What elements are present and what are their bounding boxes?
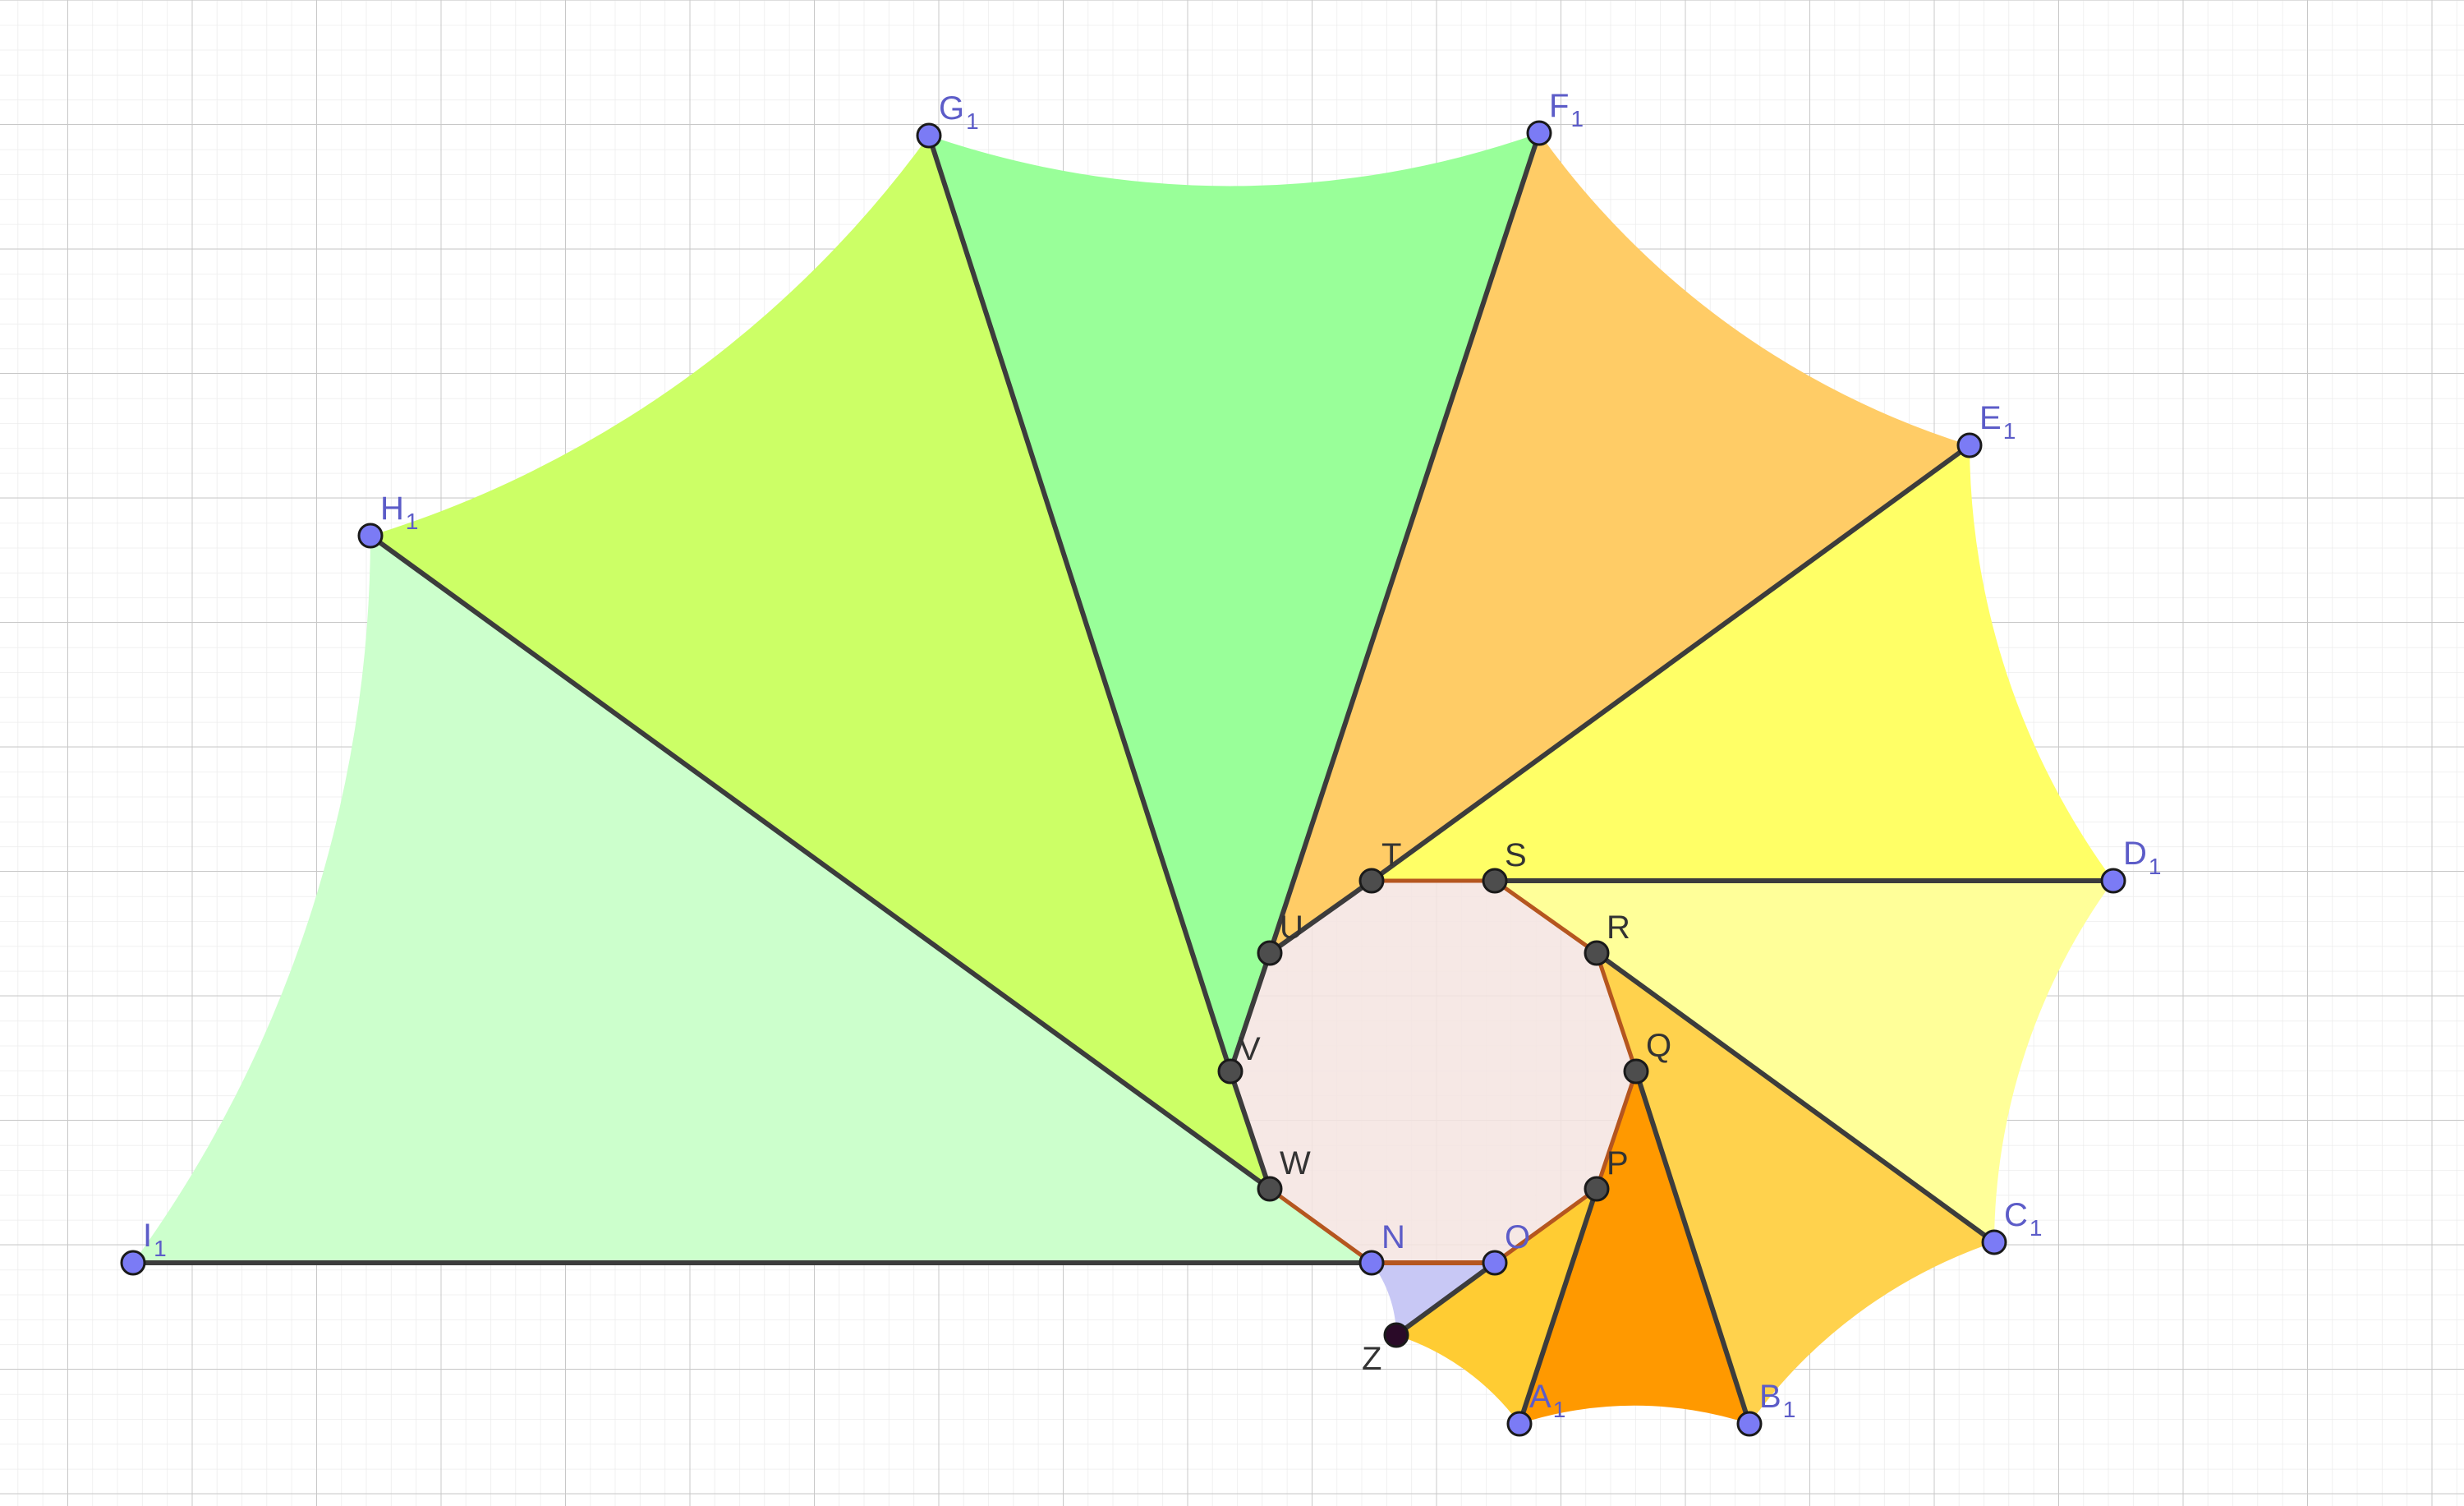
point-O[interactable]: O [1482, 1219, 1530, 1276]
point-C1[interactable]: C1 [1981, 1197, 2042, 1255]
sector-I1-H1 [133, 536, 1372, 1263]
point-A1[interactable]: A1 [1506, 1379, 1565, 1437]
point-G1[interactable]: G1 [916, 90, 979, 149]
point-E1-label: E1 [1979, 400, 2016, 444]
segment-Q-B1 [1634, 1069, 1752, 1426]
point-U[interactable]: U [1257, 910, 1303, 966]
point-H1-label: H1 [380, 490, 418, 534]
segment-O-Z [1394, 1260, 1497, 1338]
point-G1-marker[interactable] [916, 122, 942, 149]
sector-D1-C1 [1495, 881, 2113, 1242]
point-Z[interactable]: Z [1362, 1322, 1409, 1377]
point-D1-label: D1 [2123, 836, 2161, 879]
point-R[interactable]: R [1584, 910, 1630, 966]
point-S[interactable]: S [1482, 837, 1527, 894]
segment-T-E1 [1369, 443, 1972, 883]
point-C1-marker[interactable] [1981, 1229, 2007, 1255]
point-N[interactable]: N [1358, 1219, 1405, 1276]
sector-A1-Z [1396, 1189, 1597, 1424]
point-F1[interactable]: F1 [1526, 88, 1584, 146]
point-A1-label: A1 [1529, 1379, 1565, 1422]
point-Q-marker[interactable] [1623, 1058, 1649, 1085]
point-T-label: T [1381, 837, 1401, 873]
point-R-label: R [1607, 910, 1630, 946]
point-I1[interactable]: I1 [120, 1218, 167, 1276]
point-T-marker[interactable] [1358, 868, 1385, 894]
point-E1-marker[interactable] [1956, 432, 1983, 458]
sector-Z-N [1372, 1263, 1495, 1335]
point-I1-marker[interactable] [120, 1250, 146, 1276]
point-Q-label: Q [1646, 1028, 1671, 1064]
point-W-marker[interactable] [1257, 1176, 1283, 1202]
point-Z-label: Z [1362, 1341, 1381, 1377]
point-W[interactable]: W [1257, 1145, 1311, 1202]
point-P-label: P [1607, 1145, 1629, 1181]
point-V[interactable]: V [1217, 1031, 1261, 1085]
point-O-label: O [1505, 1219, 1530, 1255]
point-B1-label: B1 [1759, 1379, 1795, 1422]
segment-P-A1 [1517, 1186, 1599, 1426]
point-B1-marker[interactable] [1736, 1411, 1763, 1437]
point-H1[interactable]: H1 [357, 490, 418, 549]
segment-U-F1 [1267, 131, 1542, 956]
point-N-marker[interactable] [1358, 1250, 1385, 1276]
point-D1-marker[interactable] [2100, 868, 2126, 894]
point-S-label: S [1505, 837, 1527, 873]
point-Z-marker[interactable] [1383, 1322, 1409, 1348]
sector-F1-E1 [1270, 133, 1970, 953]
segment-W-H1 [368, 533, 1272, 1191]
segment-V-U [1228, 951, 1272, 1074]
sectors [133, 133, 2113, 1424]
sector-E1-D1 [1372, 445, 2113, 881]
point-C1-label: C1 [2004, 1197, 2042, 1241]
sector-H1-G1 [370, 136, 1270, 1189]
point-U-marker[interactable] [1257, 940, 1283, 966]
segment-W-V [1228, 1069, 1272, 1191]
point-A1-marker[interactable] [1506, 1411, 1533, 1437]
point-D1[interactable]: D1 [2100, 836, 2161, 894]
point-Q[interactable]: Q [1623, 1028, 1671, 1085]
segment-V-G1 [926, 133, 1233, 1074]
point-E1[interactable]: E1 [1956, 400, 2016, 458]
point-P-marker[interactable] [1584, 1176, 1610, 1202]
point-H1-marker[interactable] [357, 523, 384, 549]
point-U-label: U [1280, 910, 1303, 946]
point-I1-label: I1 [143, 1218, 167, 1261]
point-V-label: V [1239, 1031, 1261, 1067]
point-T[interactable]: T [1358, 837, 1401, 894]
point-P[interactable]: P [1584, 1145, 1629, 1202]
sector-C1-B1 [1597, 953, 1994, 1424]
point-W-label: W [1280, 1145, 1311, 1181]
point-B1[interactable]: B1 [1736, 1379, 1795, 1437]
point-S-marker[interactable] [1482, 868, 1508, 894]
point-V-marker[interactable] [1217, 1058, 1243, 1085]
point-O-marker[interactable] [1482, 1250, 1508, 1276]
point-F1-label: F1 [1549, 88, 1584, 131]
point-F1-marker[interactable] [1526, 120, 1552, 146]
edges [131, 131, 2116, 1426]
sector-G1-F1 [929, 133, 1539, 1071]
segment-R-C1 [1594, 951, 1997, 1245]
point-G1-label: G1 [939, 90, 979, 134]
point-N-label: N [1381, 1219, 1405, 1255]
point-R-marker[interactable] [1584, 940, 1610, 966]
segment-U-T [1267, 878, 1374, 956]
sector-B1-A1 [1519, 1071, 1749, 1424]
